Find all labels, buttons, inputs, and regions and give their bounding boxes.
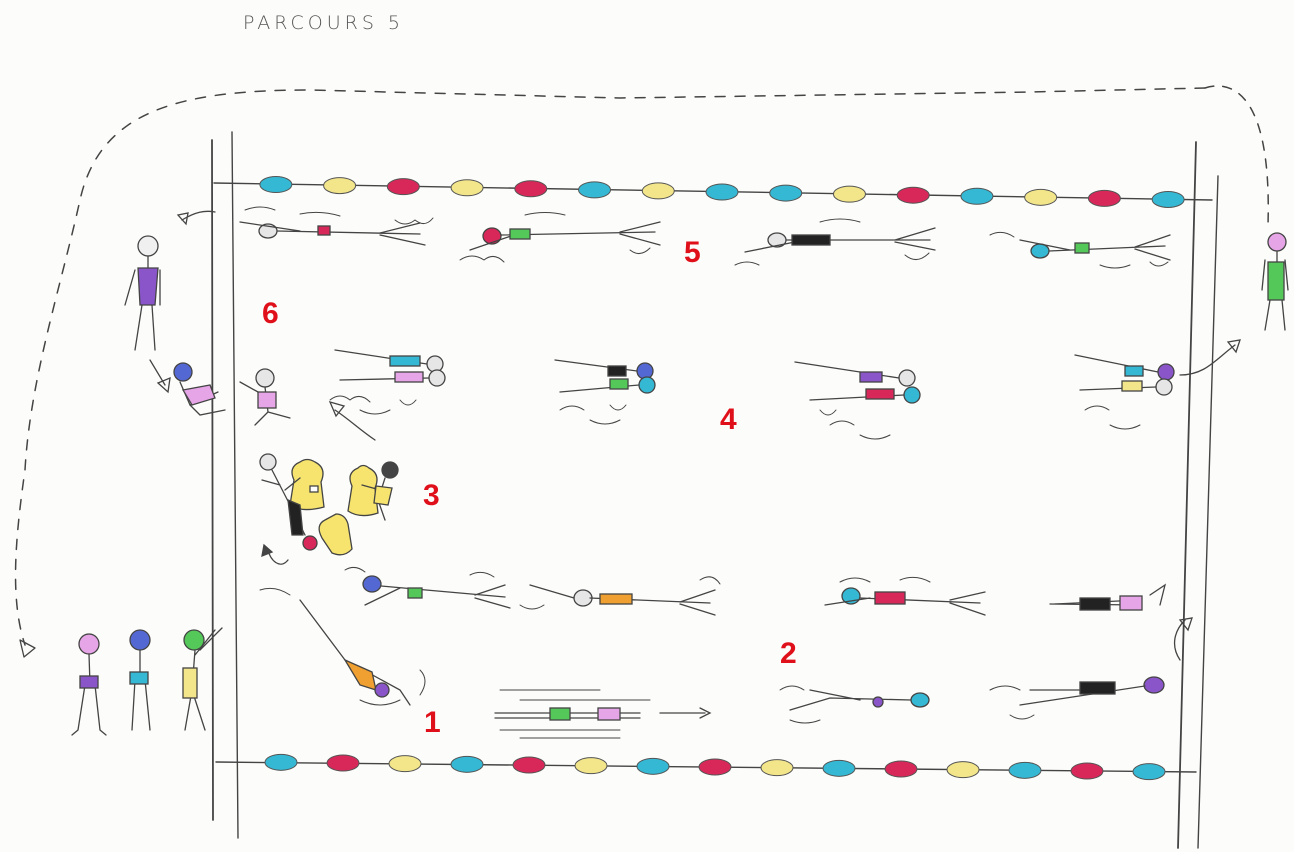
foam-float-figure-1 [289, 458, 325, 511]
swimmer-station2-f [989, 676, 1165, 720]
top-buoy-4 [450, 179, 484, 197]
top-buoy-3 [386, 178, 420, 196]
bottom-buoy-7 [636, 757, 670, 775]
swimmer-station2-d [1049, 583, 1193, 661]
top-buoy-9 [769, 184, 803, 202]
bottom-buoy-6 [574, 757, 608, 775]
swimmer-station2-b [519, 576, 721, 616]
swimmer-station5-b [459, 212, 661, 263]
swimmer-station2-c [824, 576, 986, 616]
swimmer-station5-a [239, 206, 434, 246]
bottom-buoy-12 [946, 761, 980, 779]
swimmer-climbing-out [239, 368, 291, 426]
arrowhead-left-entry [19, 639, 36, 658]
swimmer-station3-with-float [361, 461, 399, 521]
station-number-1: 1 [424, 706, 441, 739]
exit-arrow-right [1179, 344, 1236, 376]
return-path-dashed [1204, 85, 1269, 226]
swimmer-pair-station4-d [1074, 339, 1241, 430]
bottom-buoy-10 [822, 759, 856, 777]
diagram-title: PARCOURS 5 [243, 12, 405, 34]
swimmer-pair-station4-b [554, 359, 656, 425]
bottom-buoy-5 [512, 756, 546, 774]
swimmer-waiting-1 [71, 633, 107, 736]
swimmer-pair-station4-c [794, 361, 921, 440]
top-buoy-8 [705, 183, 739, 201]
station-number-4: 4 [720, 403, 737, 436]
swimmer-station1-gliding [494, 689, 712, 739]
top-buoy-1 [259, 176, 293, 194]
pool-wall-left-outer [211, 139, 214, 821]
bottom-buoy-3 [388, 755, 422, 773]
swimmer-station3-diving [259, 453, 318, 565]
top-buoy-10 [832, 185, 866, 203]
arrow-station5-to-6 [181, 210, 216, 221]
buoy-line-top [259, 176, 1185, 208]
swimmer-station2-e [779, 685, 930, 724]
swimmer-standing-deck-right [1261, 232, 1289, 331]
foam-float-figure-3 [318, 513, 353, 556]
pool-wall-right-outer [1197, 175, 1219, 849]
foam-float-figure-2 [347, 464, 379, 517]
bottom-buoy-2 [326, 754, 360, 772]
top-buoy-12 [960, 187, 994, 205]
swimmer-station1-diving [259, 587, 426, 706]
swimmer-waiting-2 [129, 629, 151, 731]
station-number-2: 2 [780, 637, 797, 670]
buoy-line-bottom [264, 753, 1166, 781]
swimmer-station5-d [989, 231, 1171, 269]
top-buoy-7 [641, 182, 675, 200]
pool-wall-left-inner [231, 131, 239, 839]
bottom-buoy-14 [1070, 762, 1104, 780]
swimmer-standing-deck-left [124, 235, 171, 394]
return-path-dashed-top [14, 87, 1206, 646]
bottom-buoy-8 [698, 758, 732, 776]
pool-wall-right-inner [1177, 141, 1197, 849]
top-buoy-6 [578, 181, 612, 199]
bottom-buoy-13 [1008, 761, 1042, 779]
station-number-6: 6 [262, 297, 279, 330]
top-buoy-13 [1024, 188, 1058, 206]
top-buoy-14 [1087, 189, 1121, 207]
station-number-3: 3 [423, 479, 440, 512]
bottom-buoy-4 [450, 755, 484, 773]
swimmer-pair-station4-a [329, 349, 446, 415]
top-buoy-11 [896, 186, 930, 204]
bottom-buoy-9 [760, 759, 794, 777]
swimmer-waiting-3-stretching [182, 627, 223, 731]
top-buoy-5 [514, 180, 548, 198]
top-buoy-15 [1151, 190, 1185, 208]
bottom-buoy-11 [884, 760, 918, 778]
bottom-buoy-1 [264, 753, 298, 771]
top-buoy-2 [323, 177, 357, 195]
arrow-station3-to-4 [334, 409, 376, 441]
station-number-5: 5 [684, 236, 701, 269]
swimmer-sitting-edge [173, 362, 226, 416]
swimmer-station5-c [734, 218, 936, 266]
bottom-buoy-15 [1132, 763, 1166, 781]
swimmer-station2-a [344, 566, 511, 609]
